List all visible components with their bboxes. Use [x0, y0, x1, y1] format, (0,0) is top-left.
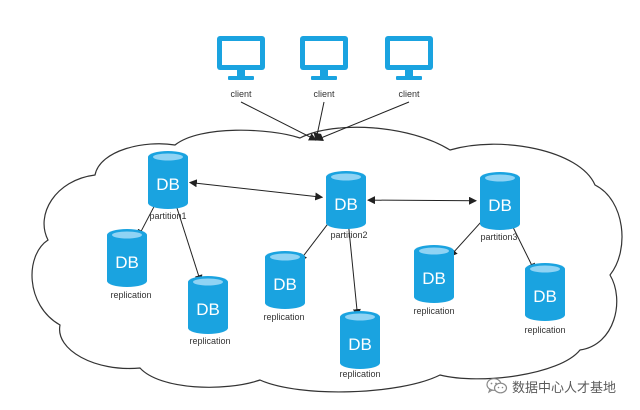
database-icon [480, 172, 520, 230]
db-text: DB [422, 269, 446, 288]
database-layer: DBpartition1DBpartition2DBpartition3DBre… [107, 151, 566, 379]
client-edge [240, 101, 317, 141]
database-icon [414, 245, 454, 303]
watermark: 数据中心人才基地 [486, 376, 616, 396]
client-edges [240, 101, 410, 142]
db-text: DB [348, 335, 372, 354]
db-text: DB [196, 300, 220, 319]
client-edge [315, 101, 410, 142]
client-label: client [313, 89, 335, 99]
monitor-icon [300, 36, 348, 80]
replication-link [347, 219, 361, 318]
client-label: client [230, 89, 252, 99]
monitor-icon [385, 36, 433, 80]
replica-label: replication [110, 290, 151, 300]
replica-node: DB replication [263, 251, 305, 322]
db-text: DB [533, 287, 557, 306]
replica-node: DB replication [524, 263, 566, 335]
database-icon [148, 151, 188, 209]
replica-label: replication [339, 369, 380, 379]
partition-label: partition2 [330, 230, 367, 240]
replica-label: replication [263, 312, 304, 322]
db-text: DB [156, 175, 180, 194]
replica-node: DB replication [413, 245, 455, 316]
partition-node: DB partition1 [148, 151, 188, 221]
partition-label: partition3 [480, 232, 517, 242]
replica-node: DB replication [107, 229, 152, 300]
database-icon [326, 171, 366, 229]
monitor-icon [217, 36, 265, 80]
replica-label: replication [189, 336, 230, 346]
replication-link [173, 198, 203, 284]
partition-node: DB partition3 [480, 172, 520, 242]
client-label: client [398, 89, 420, 99]
replica-node: DB replication [339, 311, 381, 379]
client-node: client [385, 36, 433, 99]
partition-link [367, 196, 477, 205]
partition-node: DB partition2 [326, 171, 368, 240]
database-icon [340, 311, 380, 369]
database-icon [525, 263, 565, 321]
db-text: DB [273, 275, 297, 294]
client-node: client [300, 36, 348, 99]
partition-label: partition1 [149, 211, 186, 221]
client-node: client [217, 36, 265, 99]
replica-node: DB replication [188, 276, 231, 346]
db-text: DB [115, 253, 139, 272]
replica-label: replication [524, 325, 565, 335]
database-icon [188, 276, 228, 334]
partition-link [188, 179, 324, 201]
db-text: DB [488, 196, 512, 215]
database-icon [265, 251, 305, 309]
wechat-icon [486, 378, 508, 394]
clients-layer: client client client [217, 36, 433, 99]
watermark-text: 数据中心人才基地 [512, 380, 617, 396]
db-text: DB [334, 195, 358, 214]
database-icon [107, 229, 147, 287]
replica-label: replication [413, 306, 454, 316]
